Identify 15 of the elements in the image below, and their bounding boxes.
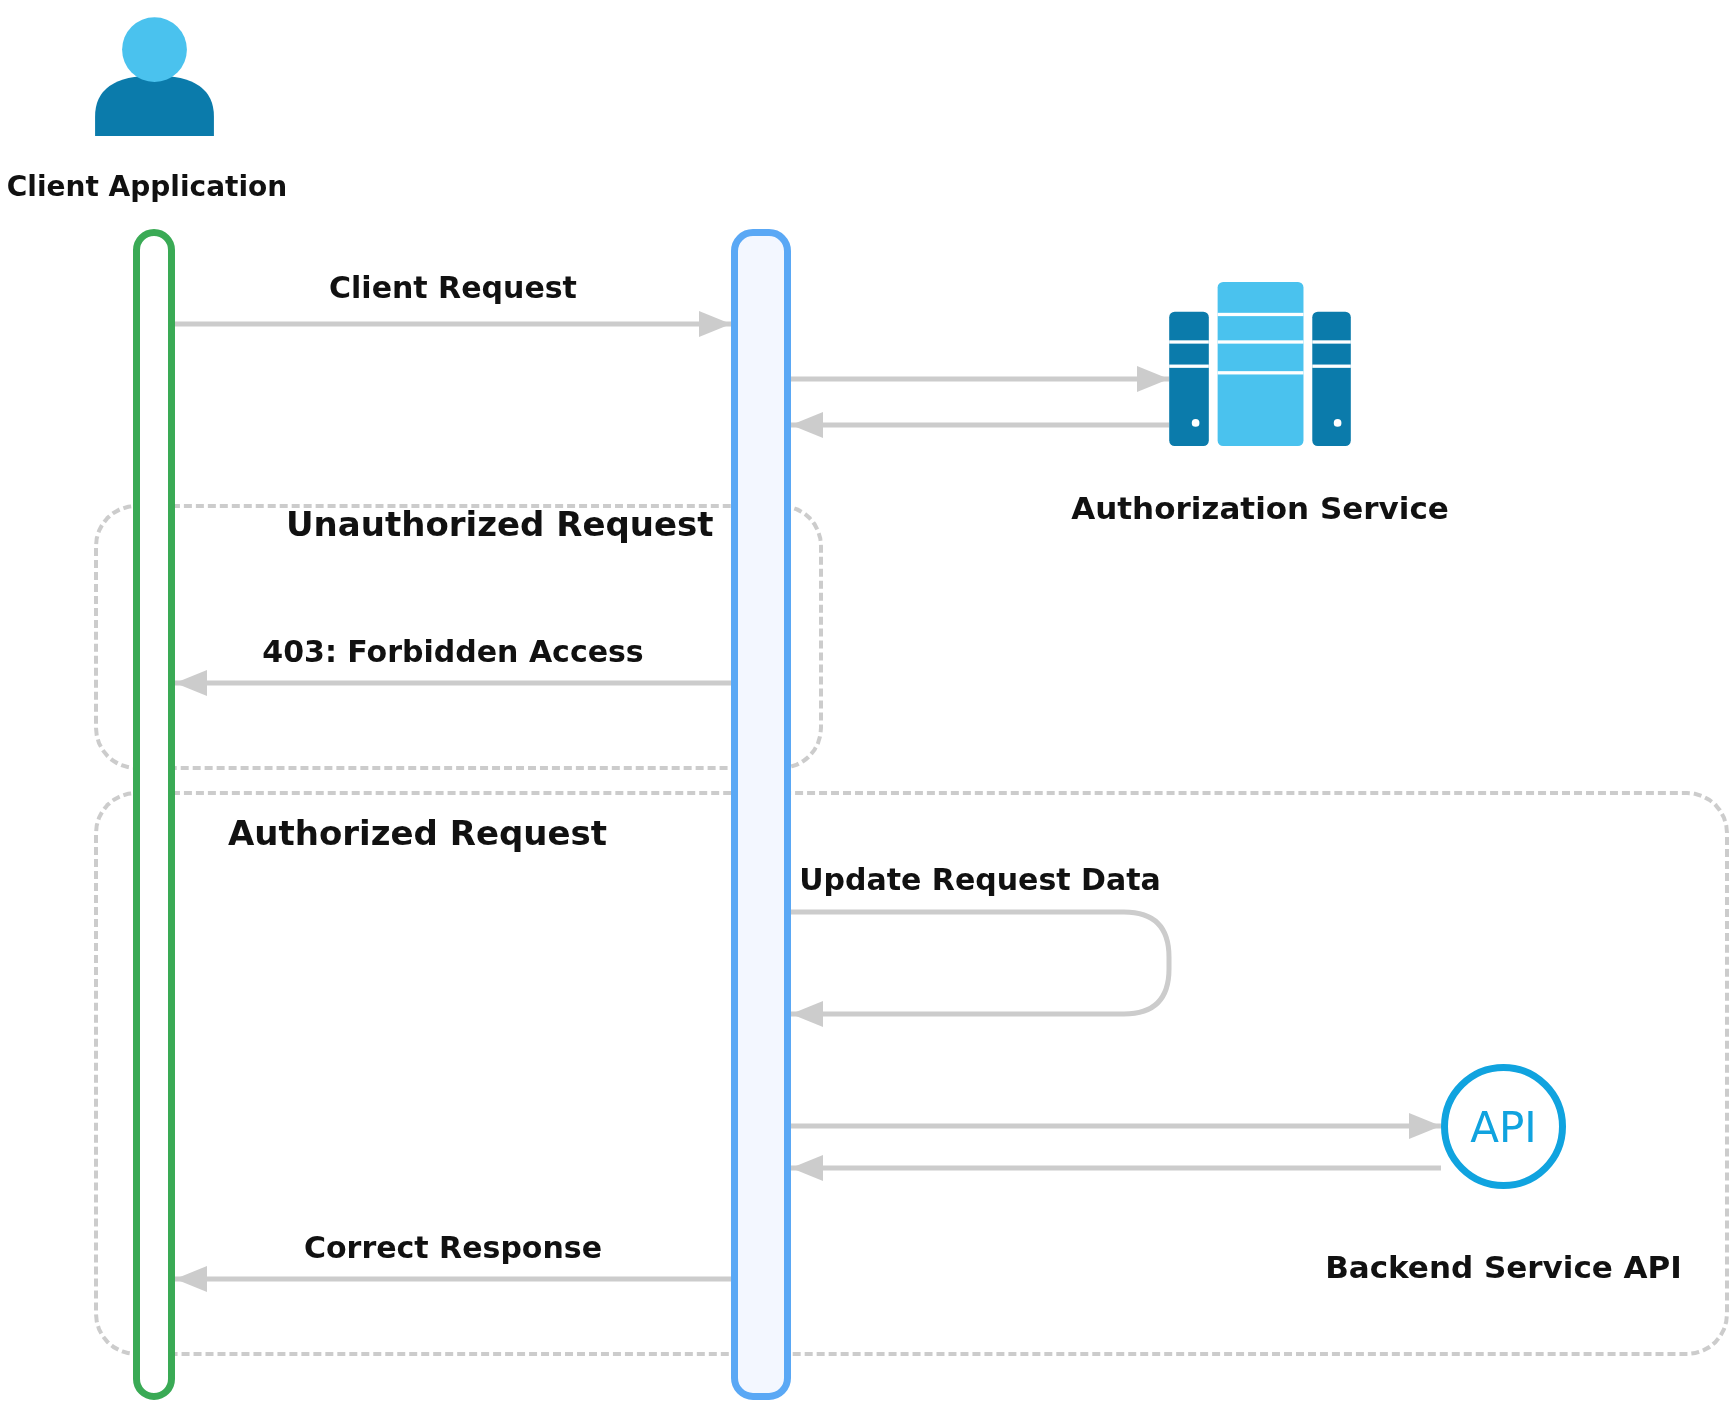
arrow: [175, 670, 731, 696]
service-caption: Authorization Service: [1071, 490, 1449, 526]
arrow: [791, 366, 1169, 392]
arrow: [791, 909, 1172, 1027]
lifeline-bar: [731, 229, 791, 1400]
frame-title: Unauthorized Request: [286, 504, 714, 544]
arrow: [791, 412, 1169, 438]
arrow: [175, 1266, 731, 1292]
arrow: [175, 311, 731, 337]
circle-label: API: [1470, 1102, 1537, 1151]
service-caption: Backend Service API: [1325, 1249, 1682, 1285]
arrow: [791, 1155, 1441, 1181]
frame-title: Authorized Request: [228, 813, 608, 853]
lifeline-heading: Client Application: [6, 170, 288, 203]
arrow: [791, 1113, 1441, 1139]
